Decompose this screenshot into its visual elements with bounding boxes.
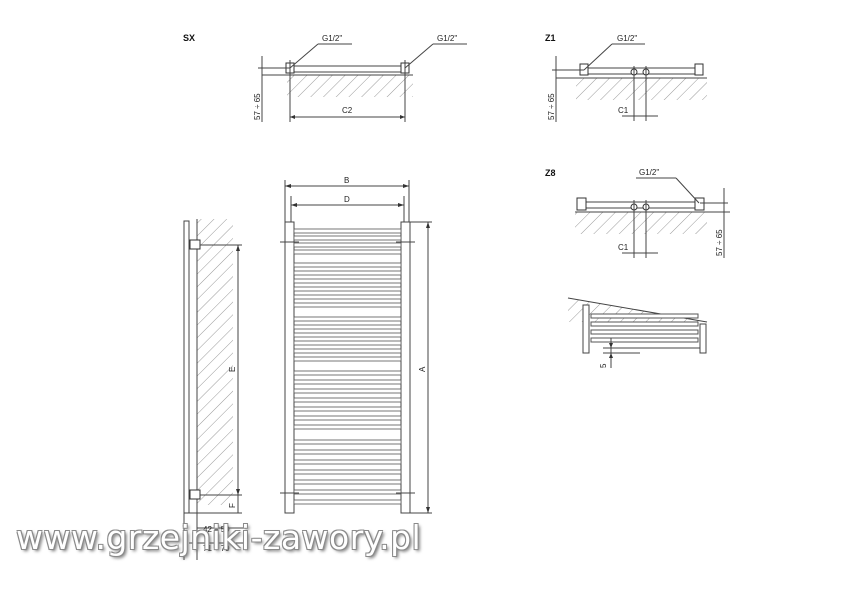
z8-radiator-body: [579, 201, 703, 209]
front-bar: [293, 228, 402, 234]
front-bar: [293, 332, 402, 338]
detail-left-column: [582, 304, 590, 354]
z8-wall-gap: 57 ÷ 65: [715, 229, 724, 256]
side-bracket-bottom: [189, 489, 201, 500]
front-bar: [293, 388, 402, 394]
front-bar: [293, 489, 402, 495]
sx-wall-gap: 57 ÷ 65: [253, 93, 262, 120]
front-right-column: [400, 221, 411, 514]
front-bar: [293, 302, 402, 308]
front-bar: [293, 415, 402, 421]
front-bar: [293, 324, 402, 330]
z8-heading: Z8: [545, 168, 556, 178]
sx-wall-hatch: [287, 75, 413, 97]
side-axis-label: E: [228, 367, 237, 372]
z1-connection: G1/2": [617, 34, 637, 43]
front-bar: [293, 348, 402, 354]
front-bar: [293, 242, 402, 248]
front-bar: [293, 397, 402, 403]
z1-end-right: [694, 63, 704, 76]
front-bar: [293, 270, 402, 276]
front-bar: [293, 469, 402, 475]
front-bar: [293, 479, 402, 485]
sx-radiator-body: [285, 65, 409, 73]
front-view: B D A: [280, 176, 432, 514]
front-bar: [293, 249, 402, 255]
front-bar: [293, 278, 402, 284]
front-width-label: B: [344, 176, 349, 185]
watermark: www.grzejniki-zawory.pl: [16, 518, 422, 557]
front-bar: [293, 459, 402, 465]
z8-end-left: [576, 197, 587, 211]
side-wall-hatch: [197, 219, 233, 505]
z8-valve-right: [694, 197, 705, 211]
z8-view: Z8 C1 57 ÷ 65 G1/2": [545, 168, 730, 258]
front-bar: [293, 340, 402, 346]
z1-view: Z1 C1 57 ÷ 65 G1/2": [545, 33, 707, 122]
side-depth-2: 71 ÷ 79: [203, 544, 230, 553]
front-bar: [293, 262, 402, 268]
z8-spacing-label: C1: [618, 243, 629, 252]
sx-connection-left: G1/2": [322, 34, 342, 43]
front-bars: [293, 228, 402, 505]
front-bar: [293, 370, 402, 376]
sx-heading: SX: [183, 33, 195, 43]
z8-wall-hatch: [575, 212, 707, 234]
side-bracket-top: [189, 239, 201, 250]
z1-spacing-label: C1: [618, 106, 629, 115]
sx-connection-right: G1/2": [437, 34, 457, 43]
front-bar: [293, 439, 402, 445]
detail-view: 5: [567, 297, 708, 368]
detail-right-column: [699, 323, 707, 354]
z1-heading: Z1: [545, 33, 556, 43]
sx-spacing-label: C2: [342, 106, 353, 115]
front-bar: [293, 294, 402, 300]
front-bar: [293, 235, 402, 241]
side-bottom-label: F: [228, 503, 237, 508]
front-bar: [293, 356, 402, 362]
front-height-label: A: [418, 366, 427, 372]
front-bar: [293, 424, 402, 430]
z1-wall-gap: 57 ÷ 65: [547, 93, 556, 120]
front-left-column: [284, 221, 295, 514]
front-bar: [293, 406, 402, 412]
z1-wall-hatch: [576, 78, 707, 100]
detail-gap-label: 5: [599, 363, 608, 368]
z8-connection: G1/2": [639, 168, 659, 177]
z1-radiator-body: [579, 67, 703, 75]
side-radiator-column: [183, 220, 190, 514]
front-bar: [293, 379, 402, 385]
front-bar: [293, 286, 402, 292]
side-depth-1: 42 ÷ 50: [203, 525, 230, 534]
side-view: E F 42 ÷ 50 71 ÷ 79: [183, 219, 247, 560]
sx-view: SX C2 57 ÷ 65 G1/2" G1/2": [183, 33, 467, 122]
front-inner-width-label: D: [344, 195, 350, 204]
front-bar: [293, 499, 402, 505]
front-bar: [293, 449, 402, 455]
front-bar: [293, 316, 402, 322]
